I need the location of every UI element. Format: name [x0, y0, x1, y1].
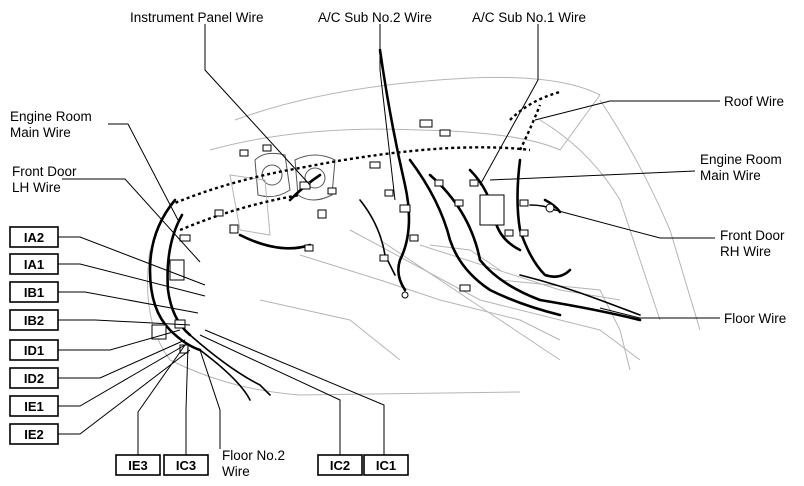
connector-ib1: IB1: [9, 281, 59, 303]
wiring-harness: [148, 48, 642, 401]
label-floor-wire: Floor Wire: [724, 311, 786, 326]
svg-text:ID2: ID2: [24, 371, 44, 386]
connector-id1: ID1: [9, 339, 59, 361]
connector-ia1: IA1: [9, 253, 59, 275]
svg-text:IE1: IE1: [24, 399, 44, 414]
wire-labels: Instrument Panel Wire A/C Sub No.2 Wire …: [10, 10, 788, 479]
label-engine-room-main-wire-right: Engine Room Main Wire: [700, 152, 786, 183]
label-front-door-rh-wire: Front Door RH Wire: [720, 228, 788, 259]
svg-text:IE2: IE2: [24, 427, 44, 442]
connector-codes-bottom: IE3 IC3 IC2 IC1: [115, 454, 409, 476]
svg-text:IB2: IB2: [24, 313, 44, 328]
leader-lines: [58, 24, 720, 455]
connector-blocks: [151, 119, 555, 354]
connector-ie3: IE3: [115, 454, 161, 476]
label-roof-wire: Roof Wire: [724, 94, 784, 109]
svg-text:IB1: IB1: [24, 285, 44, 300]
connector-ia2: IA2: [9, 226, 59, 248]
label-instrument-panel-wire: Instrument Panel Wire: [130, 10, 264, 25]
connector-ib2: IB2: [9, 309, 59, 331]
connector-ic1: IC1: [363, 454, 409, 476]
connector-id2: ID2: [9, 367, 59, 389]
label-ac-sub-no1-wire: A/C Sub No.1 Wire: [472, 10, 586, 25]
svg-text:ID1: ID1: [24, 343, 44, 358]
connector-ic2: IC2: [317, 454, 363, 476]
connector-ic3: IC3: [163, 454, 209, 476]
connector-codes-left: IA2 IA1 IB1 IB2 ID1 ID2 IE1 IE2: [9, 226, 59, 445]
svg-text:IA1: IA1: [24, 257, 44, 272]
connector-ie1: IE1: [9, 395, 59, 417]
svg-text:IC2: IC2: [330, 458, 350, 473]
label-engine-room-main-wire-left: Engine Room Main Wire: [10, 109, 96, 140]
label-floor-no2-wire: Floor No.2 Wire: [222, 448, 289, 479]
svg-text:IC1: IC1: [376, 458, 396, 473]
label-ac-sub-no2-wire: A/C Sub No.2 Wire: [318, 10, 432, 25]
svg-text:IA2: IA2: [24, 230, 44, 245]
svg-text:IE3: IE3: [128, 458, 148, 473]
connector-ie2: IE2: [9, 423, 59, 445]
svg-text:IC3: IC3: [176, 458, 196, 473]
label-front-door-lh-wire: Front Door LH Wire: [12, 164, 80, 195]
